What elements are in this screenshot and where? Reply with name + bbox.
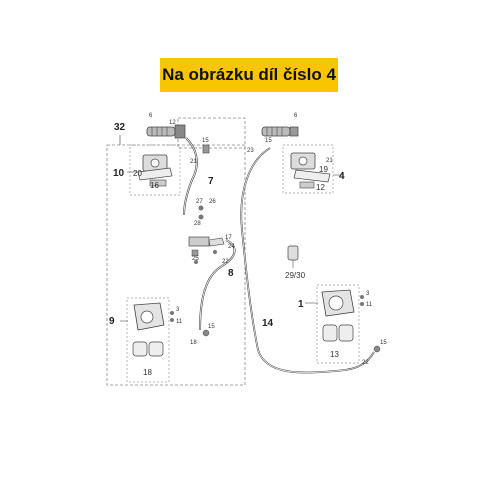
group-box-master-cyl-right <box>282 144 334 194</box>
part-number: 25 <box>192 256 199 262</box>
part-number: 17 <box>225 235 232 241</box>
part-number: 22 <box>222 259 229 265</box>
callout-29-30: 29/30 <box>285 271 306 280</box>
callout-4: 4 <box>339 171 345 182</box>
brake-cable-long <box>240 147 375 374</box>
part-number: 24 <box>228 244 235 250</box>
part-number: 23 <box>247 148 254 154</box>
group-box-caliper-right <box>316 284 360 364</box>
group-box-caliper-left <box>126 297 170 383</box>
small-parts-middle-icon <box>188 144 225 264</box>
right-master-cylinder-icon <box>290 152 331 189</box>
part-number: 6 <box>149 113 153 119</box>
part-number: 15 <box>265 138 272 144</box>
left-caliper-icon <box>132 302 174 357</box>
group-box-master-cyl-left <box>129 144 181 196</box>
part-number: 26 <box>209 199 216 205</box>
callout-12: 12 <box>316 183 325 192</box>
right-caliper-icon <box>321 289 364 342</box>
title-banner: Na obrázku díl číslo 4 <box>160 58 338 92</box>
part-number: 3 <box>176 307 180 313</box>
part-number: 18 <box>190 340 197 346</box>
callout-20: 20 <box>133 169 142 178</box>
part-number: 6 <box>294 113 298 119</box>
part-number: 27 <box>196 199 203 205</box>
group-box-top <box>177 117 246 149</box>
part-number: 15 <box>208 324 215 330</box>
part-number: 21 <box>190 159 197 165</box>
part-29-30-icon <box>287 245 299 268</box>
callout-13: 13 <box>330 350 339 359</box>
callout-10: 10 <box>113 168 125 179</box>
right-grip-icon <box>261 126 299 137</box>
left-grip-icon <box>146 124 186 139</box>
part-number: 15 <box>202 138 209 144</box>
part-number: 3 <box>366 291 370 297</box>
part-number: 11 <box>366 302 373 308</box>
callout-9: 9 <box>109 316 115 327</box>
part-number: 15 <box>380 340 387 346</box>
callout-7: 7 <box>208 176 214 187</box>
part-number: 28 <box>194 221 201 227</box>
brake-hose-rear <box>199 239 236 331</box>
left-master-cylinder-icon <box>137 154 173 187</box>
callout-16: 16 <box>150 181 159 190</box>
part-number: 11 <box>176 319 183 325</box>
part-number: 12 <box>169 120 176 126</box>
callout-1: 1 <box>298 299 304 310</box>
callout-14: 14 <box>262 318 274 329</box>
callout-19: 19 <box>319 165 328 174</box>
brake-hose-front <box>183 137 198 216</box>
part-number: 21 <box>326 158 333 164</box>
callout-32: 32 <box>114 122 126 133</box>
callout-18: 18 <box>143 368 152 377</box>
title-text: Na obrázku díl číslo 4 <box>162 65 336 84</box>
part-number: 22 <box>362 360 369 366</box>
callout-8: 8 <box>228 268 234 279</box>
